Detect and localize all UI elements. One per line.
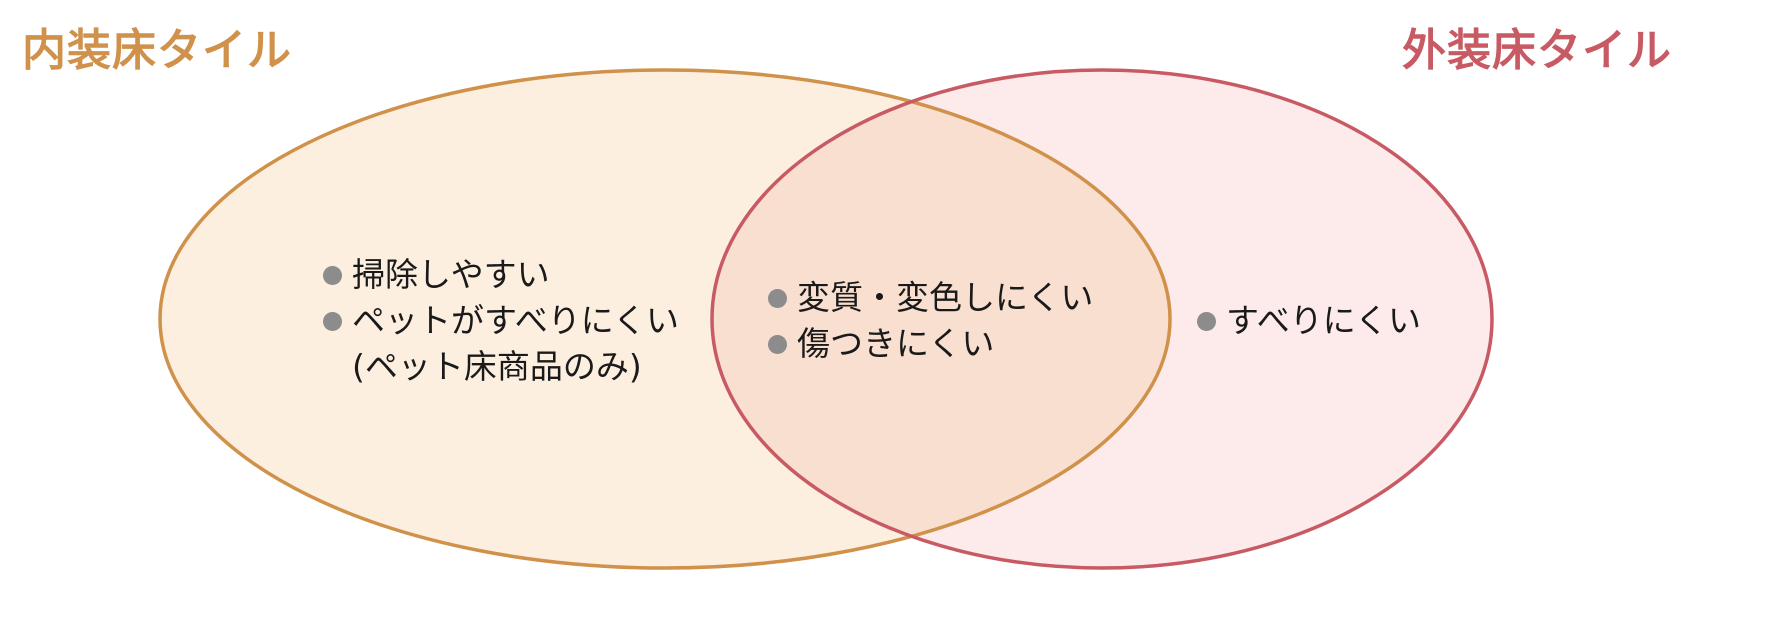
right-set-title: 外装床タイル — [1402, 25, 1672, 76]
bullet-dot-icon — [768, 334, 787, 354]
left-set-outline — [158, 68, 1172, 570]
item-text: 掃除しやすい — [352, 255, 550, 294]
right-only-region: すべりにくい — [1197, 298, 1421, 344]
item-text: すべりにくい — [1226, 301, 1422, 340]
list-item: 掃除しやすい — [323, 252, 679, 298]
left-set-title: 内装床タイル — [22, 25, 292, 76]
list-item: 傷つきにくい — [768, 321, 1093, 367]
list-item: ペットがすべりにくい — [323, 298, 679, 344]
bullet-dot-icon — [1197, 311, 1216, 331]
bullet-dot-icon — [323, 311, 342, 331]
item-note: (ペット床商品のみ) — [352, 347, 642, 386]
bullet-dot-icon — [323, 265, 342, 285]
bullet-dot-icon — [768, 288, 787, 308]
overlap-region — [712, 70, 1170, 568]
item-text: 傷つきにくい — [797, 324, 995, 363]
item-text: ペットがすべりにくい — [352, 301, 680, 340]
list-item: 変質・変色しにくい — [768, 275, 1093, 321]
right-set-outline — [710, 68, 1494, 570]
item-text: 変質・変色しにくい — [797, 278, 1094, 317]
list-item: すべりにくい — [1197, 298, 1421, 344]
left-only-region: 掃除しやすい ペットがすべりにくい (ペット床商品のみ) — [323, 252, 679, 390]
overlap-region-text: 変質・変色しにくい 傷つきにくい — [768, 275, 1093, 367]
